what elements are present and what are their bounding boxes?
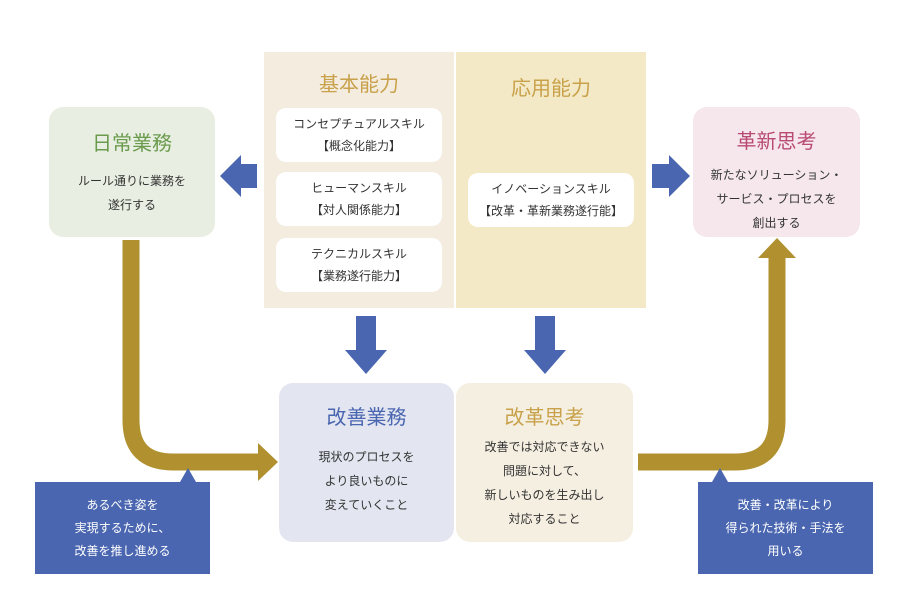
- blue-arrow-left-shaft: [241, 164, 257, 188]
- daily-work-title: 日常業務: [92, 131, 172, 155]
- note-line: 改善を推し進める: [74, 543, 171, 558]
- basic-ability-group: 基本能力 コンセプチュアルスキル 【概念化能力】 ヒューマンスキル 【対人関係能…: [264, 52, 454, 308]
- description-line: 対応すること: [508, 512, 581, 526]
- description-line: 現状のプロセスを: [318, 450, 415, 464]
- applied-ability-title: 応用能力: [511, 76, 591, 100]
- description-line: 新しいものを生み出し: [484, 488, 605, 502]
- note-line: 実現するために、: [74, 520, 171, 535]
- note-line: 得られた技術・手法を: [725, 520, 846, 535]
- blue-arrow-down-basic-head: [345, 350, 387, 374]
- note-line: 用いる: [767, 543, 804, 558]
- reform-thinking-title: 改革思考: [504, 405, 585, 429]
- improvement-work-title: 改善業務: [326, 405, 407, 429]
- note-left-pointer: [180, 468, 196, 482]
- daily-work-box: 日常業務 ルール通りに業務を 遂行する: [49, 107, 215, 237]
- skill-card-innovation: イノベーションスキル 【改革・革新業務遂行能】: [468, 173, 634, 227]
- basic-ability-title: 基本能力: [319, 72, 399, 96]
- description-line: 改善では対応できない: [484, 440, 605, 454]
- skill-subtitle: 【概念化能力】: [316, 139, 401, 153]
- reform-thinking-description: 改善では対応できない 問題に対して、 新しいものを生み出し 対応すること: [456, 435, 633, 531]
- description-line: 創出する: [752, 216, 801, 230]
- skill-card-conceptual: コンセプチュアルスキル 【概念化能力】: [276, 108, 442, 162]
- blue-arrow-right-shaft: [652, 164, 669, 188]
- applied-ability-group: 応用能力 イノベーションスキル 【改革・革新業務遂行能】: [456, 52, 646, 308]
- blue-arrow-right-head: [669, 155, 690, 197]
- skill-subtitle: 【対人関係能力】: [310, 203, 407, 217]
- note-right: 改善・改革により 得られた技術・手法を 用いる: [698, 482, 873, 574]
- note-line: 改善・改革により: [737, 497, 834, 512]
- blue-arrow-down-applied-shaft: [535, 316, 555, 350]
- innovative-thinking-title: 革新思考: [736, 129, 817, 153]
- gold-arrowhead-up: [758, 238, 796, 258]
- innovative-thinking-box: 革新思考 新たなソリューション・ サービス・プロセスを 創出する: [693, 107, 860, 237]
- skill-card-technical: テクニカルスキル 【業務遂行能力】: [276, 238, 442, 292]
- note-left: あるべき姿を 実現するために、 改善を推し進める: [35, 482, 210, 574]
- blue-arrow-down-basic-shaft: [356, 316, 376, 350]
- description-line: 遂行する: [107, 198, 156, 212]
- skill-name: イノベーションスキル: [491, 182, 611, 196]
- skill-name: コンセプチュアルスキル: [293, 117, 425, 131]
- reform-thinking-box: 改革思考 改善では対応できない 問題に対して、 新しいものを生み出し 対応するこ…: [456, 383, 633, 542]
- daily-work-description: ルール通りに業務を 遂行する: [49, 169, 215, 217]
- gold-arrow-reform-to-innovation: [638, 258, 786, 471]
- gold-arrowhead-right: [258, 443, 278, 481]
- description-line: 新たなソリューション・: [710, 168, 843, 182]
- skill-subtitle: 【業務遂行能力】: [310, 269, 407, 283]
- description-line: 問題に対して、: [502, 464, 587, 478]
- innovative-thinking-description: 新たなソリューション・ サービス・プロセスを 創出する: [693, 163, 860, 235]
- note-right-pointer: [712, 468, 728, 482]
- gold-arrow-daily-to-improve: [122, 240, 258, 471]
- skill-card-human: ヒューマンスキル 【対人関係能力】: [276, 172, 442, 226]
- description-line: 変えていくこと: [324, 498, 409, 512]
- blue-arrow-down-applied-head: [524, 350, 566, 374]
- description-line: ルール通りに業務を: [77, 174, 186, 188]
- improvement-work-box: 改善業務 現状のプロセスを より良いものに 変えていくこと: [279, 383, 454, 542]
- skill-name: テクニカルスキル: [310, 247, 407, 261]
- note-line: あるべき姿を: [86, 497, 159, 512]
- description-line: サービス・プロセスを: [716, 192, 837, 206]
- description-line: より良いものに: [324, 474, 409, 488]
- improvement-work-description: 現状のプロセスを より良いものに 変えていくこと: [279, 445, 454, 517]
- skill-subtitle: 【改革・革新業務遂行能】: [478, 204, 623, 218]
- blue-arrow-left-head: [220, 155, 241, 197]
- skill-name: ヒューマンスキル: [311, 181, 407, 195]
